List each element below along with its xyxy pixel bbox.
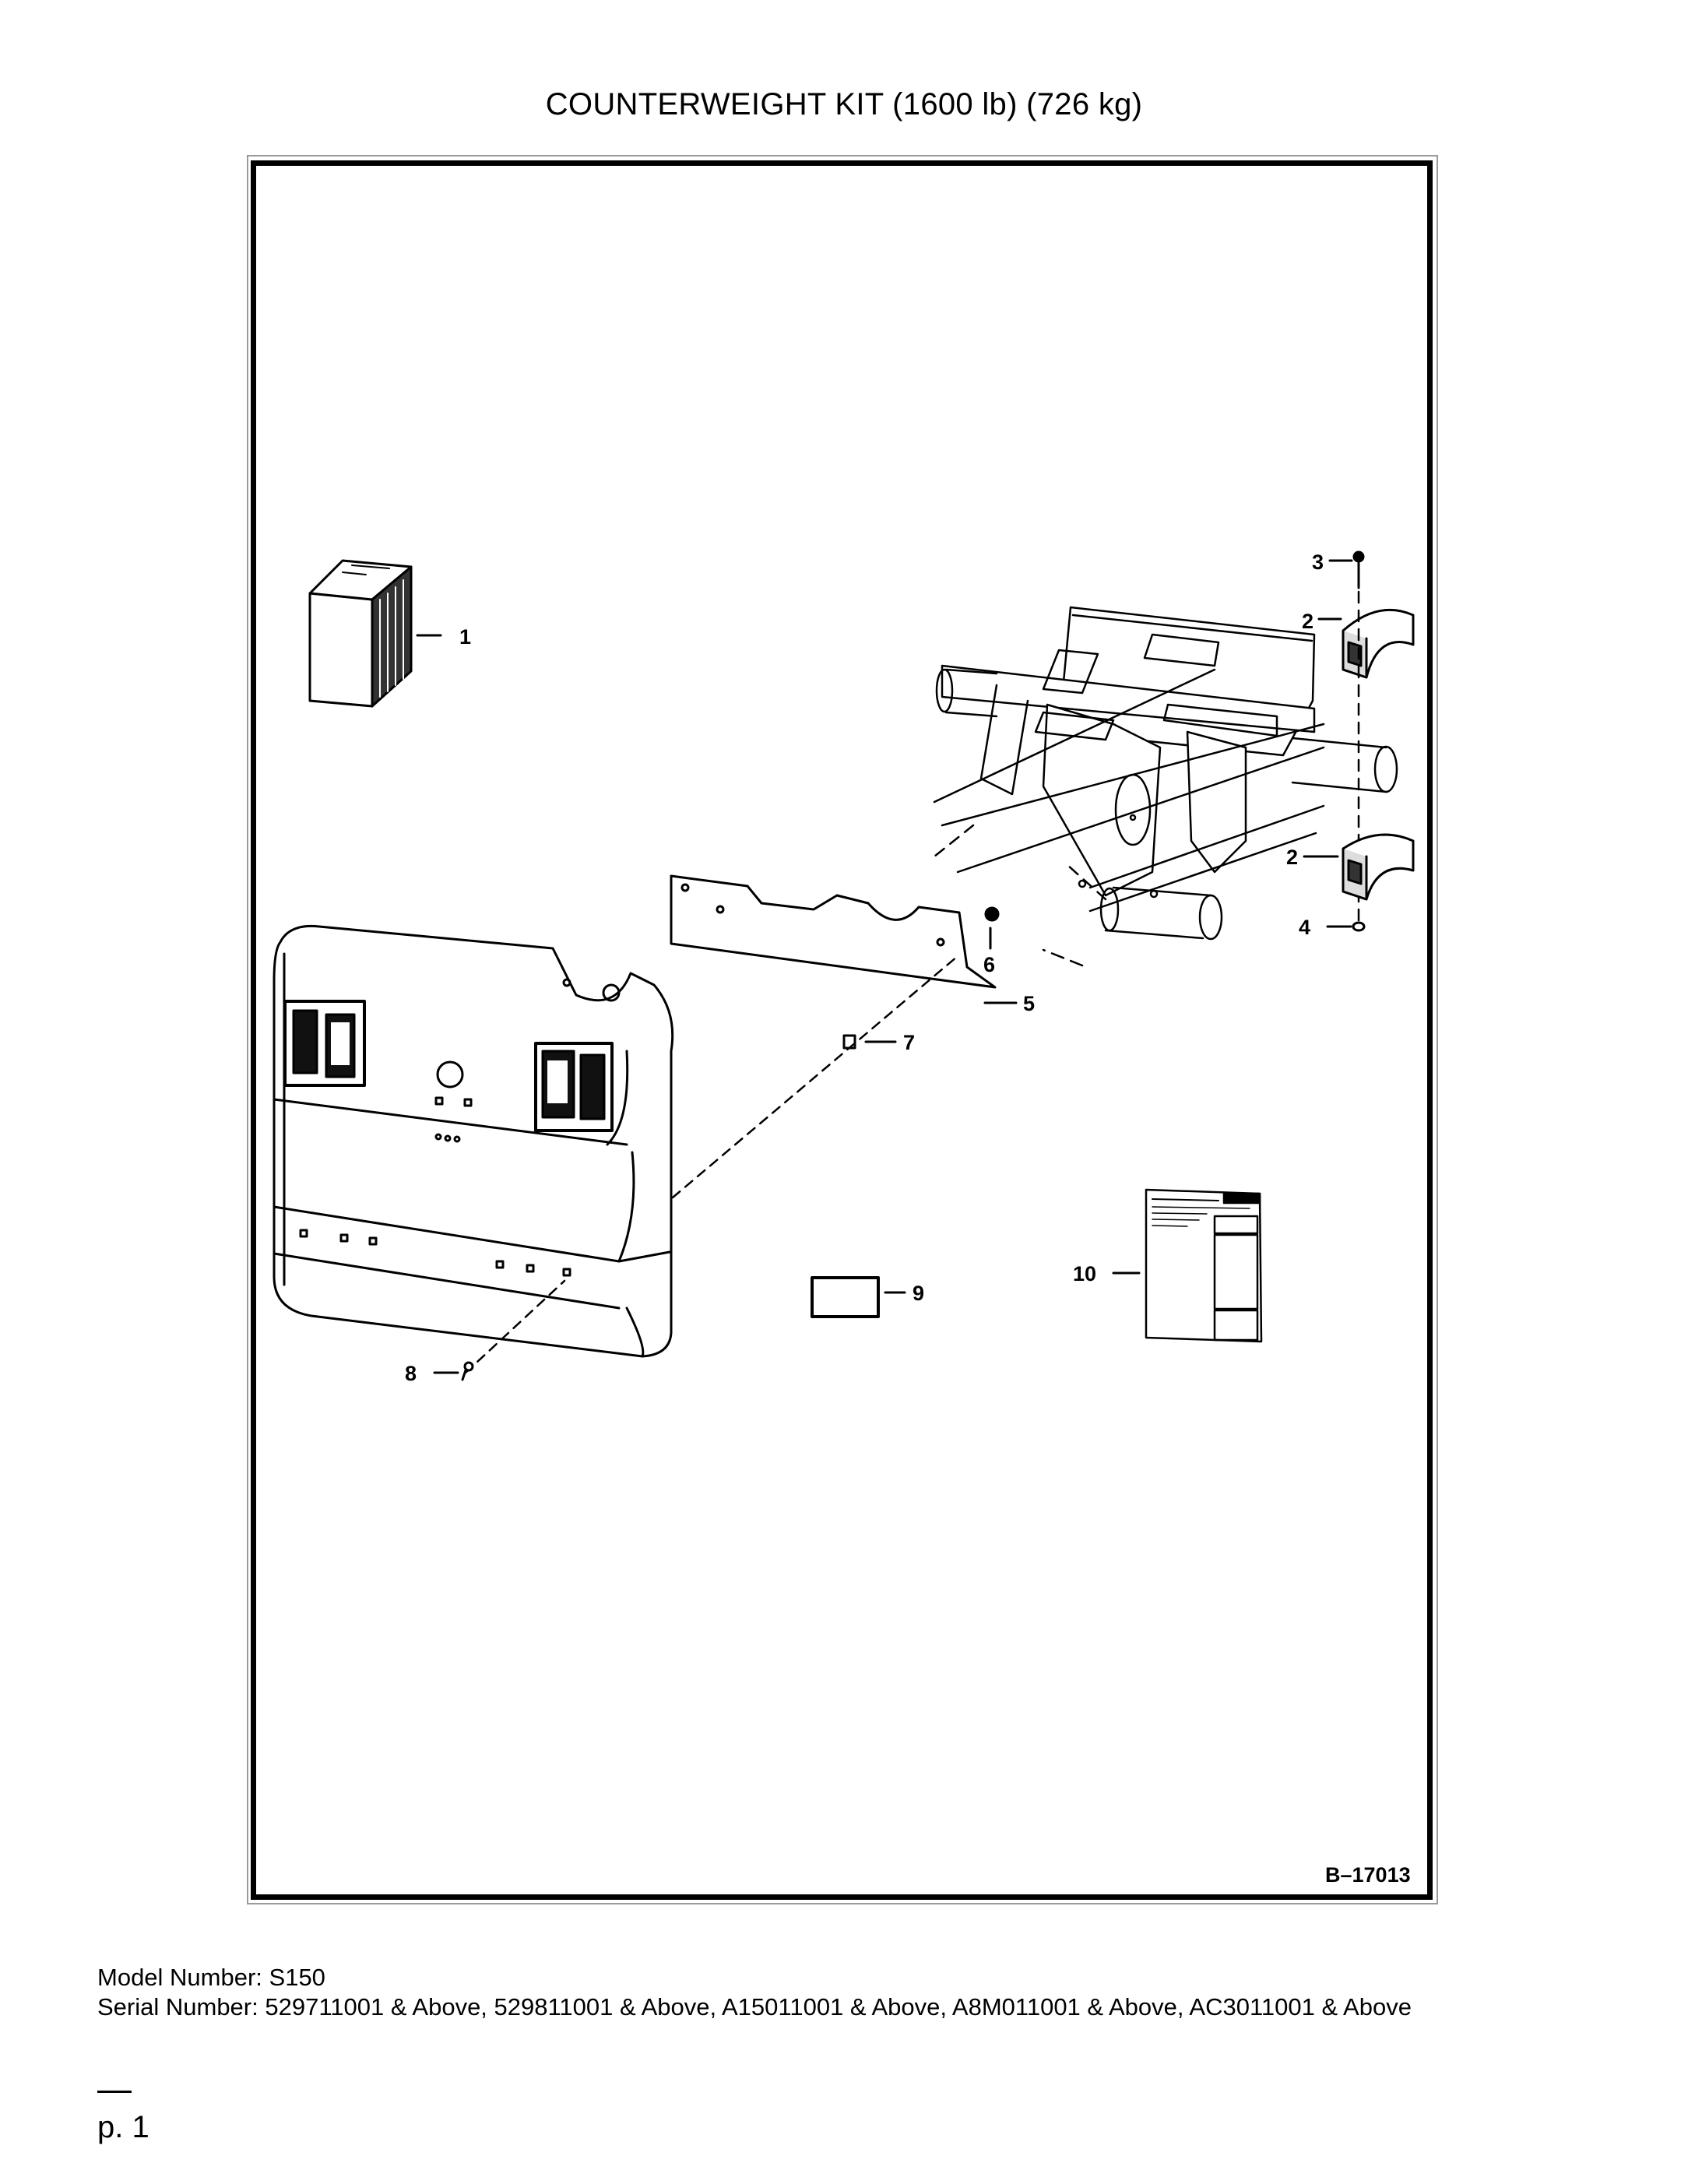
page-title: COUNTERWEIGHT KIT (1600 lb) (726 kg) (545, 87, 1143, 121)
serial-number: Serial Number: 529711001 & Above, 529811… (97, 1993, 1412, 2020)
callout-6: 6 (983, 953, 995, 976)
clip (842, 1034, 856, 1050)
figure-frame (251, 160, 1433, 1900)
callout-4: 4 (1299, 916, 1310, 939)
washer (984, 906, 1000, 922)
bracket-lower (1342, 833, 1415, 901)
figure-frame-outer (247, 155, 1438, 1904)
callout-3: 3 (1312, 550, 1324, 574)
decal (811, 1276, 880, 1318)
nut (1352, 921, 1366, 932)
callout-2b: 2 (1286, 846, 1298, 869)
callout-2a: 2 (1302, 610, 1313, 633)
page-number: p. 1 (97, 2110, 149, 2144)
screw (461, 1361, 474, 1381)
instruction-sheet (1145, 1188, 1263, 1343)
rear-panel (273, 924, 674, 1358)
callout-5: 5 (1023, 992, 1035, 1015)
callout-10: 10 (1073, 1262, 1096, 1285)
callout-7: 7 (903, 1031, 915, 1054)
counterweight-block (308, 559, 413, 708)
callout-8: 8 (405, 1362, 417, 1385)
model-number: Model Number: S150 (97, 1964, 325, 1991)
bracket-upper (1342, 608, 1415, 679)
callout-9: 9 (913, 1282, 924, 1305)
page-divider (97, 2091, 132, 2093)
chassis-frame (933, 606, 1398, 967)
figure-reference: B–17013 (1325, 1863, 1411, 1887)
mounting-plate (670, 874, 997, 989)
bolt (1352, 550, 1365, 589)
callout-1: 1 (459, 625, 471, 649)
